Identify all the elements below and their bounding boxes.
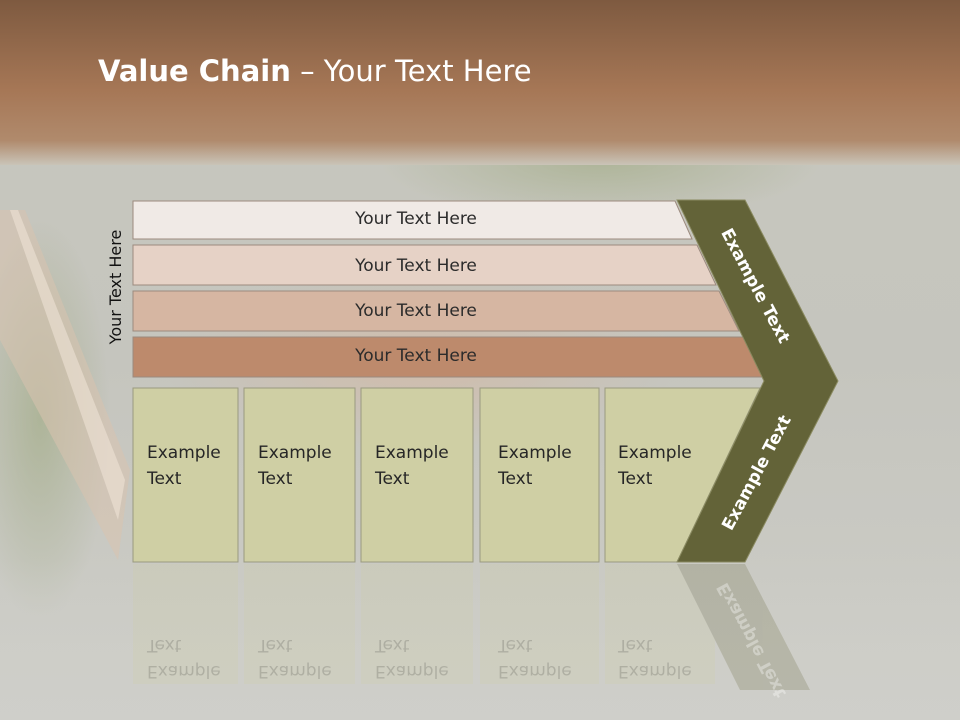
band-label-3: Your Text Here bbox=[355, 301, 477, 321]
band-2 bbox=[132, 244, 717, 286]
reflection bbox=[133, 564, 810, 690]
activity-box-1 bbox=[132, 387, 239, 563]
activity-box-3 bbox=[360, 387, 474, 563]
page-title: Value Chain – Your Text Here bbox=[98, 54, 532, 88]
activity-box-2 bbox=[243, 387, 356, 563]
band-label-4: Your Text Here bbox=[355, 346, 477, 366]
activity-box-4 bbox=[479, 387, 600, 563]
margin-chevron bbox=[676, 199, 839, 563]
band-label-2: Your Text Here bbox=[355, 256, 477, 276]
band-label-1: Your Text Here bbox=[355, 209, 477, 229]
band-3 bbox=[132, 290, 740, 332]
band-1 bbox=[132, 200, 693, 240]
